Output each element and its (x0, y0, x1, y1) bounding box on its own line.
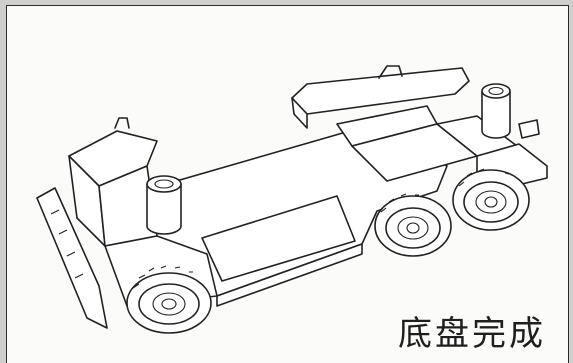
middle-wheel (374, 195, 452, 257)
chassis-side (216, 243, 363, 307)
truck-chassis-illustration (36, 65, 548, 334)
illustration-frame: 底盘完成 (6, 5, 569, 363)
bumper-grooves (50, 209, 84, 279)
tire-tread-marks (132, 168, 510, 289)
rear-end-flap (518, 119, 540, 139)
front-bumper (36, 187, 108, 329)
rear-deck-front (291, 97, 308, 129)
rear-wheel (452, 169, 530, 231)
caption-text: 底盘完成 (398, 314, 546, 354)
rear-deck-step (378, 65, 403, 79)
front-cylinder (146, 175, 182, 235)
rear-cylinder (481, 83, 511, 139)
cab-notch (114, 117, 130, 129)
chassis-panel (201, 195, 356, 282)
front-wheel (126, 272, 212, 334)
